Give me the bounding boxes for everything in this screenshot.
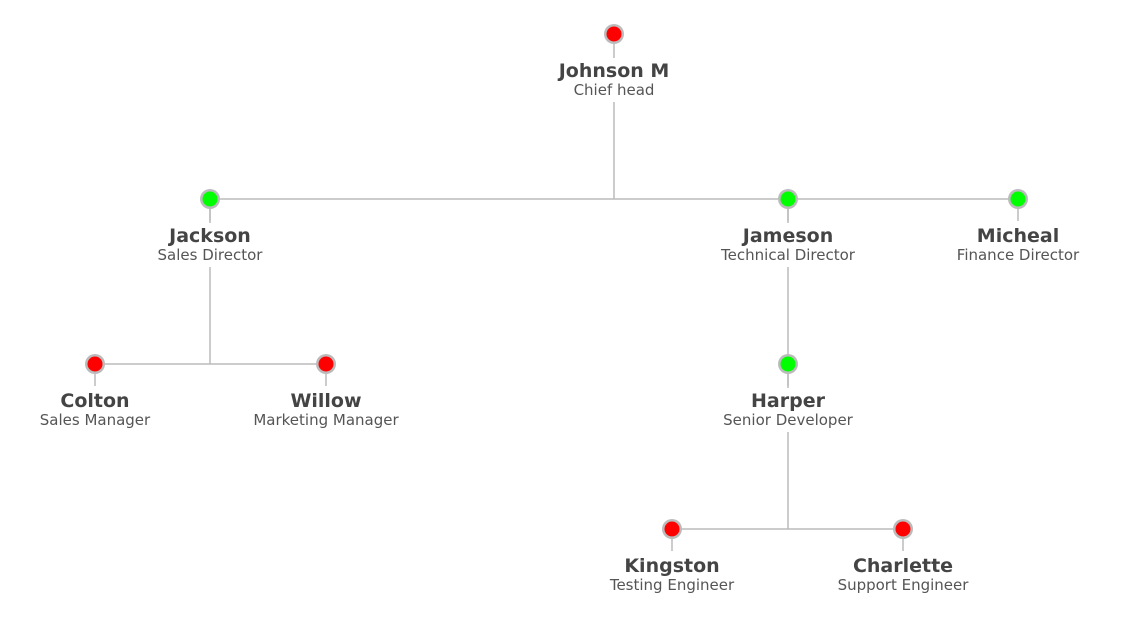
node-name: Willow: [290, 390, 361, 412]
node-name: Colton: [60, 390, 129, 412]
status-dot-inactive: [606, 26, 622, 42]
node-name: Jameson: [741, 225, 833, 247]
connector-lines: [94, 44, 1019, 551]
node-title: Technical Director: [720, 246, 856, 264]
status-dot-inactive: [87, 356, 103, 372]
node-title: Marketing Manager: [253, 411, 399, 429]
node-title: Testing Engineer: [609, 576, 735, 594]
node-label-background: [524, 58, 704, 102]
node-title: Sales Director: [158, 246, 264, 264]
status-dot-inactive: [895, 521, 911, 537]
status-dot-active: [780, 191, 796, 207]
node-title: Senior Developer: [723, 411, 854, 429]
node-label-background: [928, 223, 1108, 267]
node-label-background: [698, 223, 878, 267]
status-dot-inactive: [318, 356, 334, 372]
status-dot-active: [780, 356, 796, 372]
status-dot-active: [1010, 191, 1026, 207]
node-label-background: [813, 553, 993, 597]
node-label-background: [120, 223, 300, 267]
node-name: Harper: [751, 390, 826, 412]
status-dot-inactive: [664, 521, 680, 537]
node-title: Chief head: [574, 81, 655, 99]
status-dot-active: [202, 191, 218, 207]
node-name: Kingston: [624, 555, 719, 577]
node-name: Jackson: [167, 225, 251, 247]
node-title: Finance Director: [957, 246, 1080, 264]
node-title: Sales Manager: [40, 411, 151, 429]
node-label-background: [236, 388, 416, 432]
node-name: Charlette: [853, 555, 953, 577]
node-title: Support Engineer: [838, 576, 970, 594]
node-label-background: [582, 553, 762, 597]
node-name: Micheal: [977, 225, 1059, 247]
node-label-background: [698, 388, 878, 432]
node-label-background: [5, 388, 185, 432]
node-name: Johnson M: [557, 60, 670, 82]
